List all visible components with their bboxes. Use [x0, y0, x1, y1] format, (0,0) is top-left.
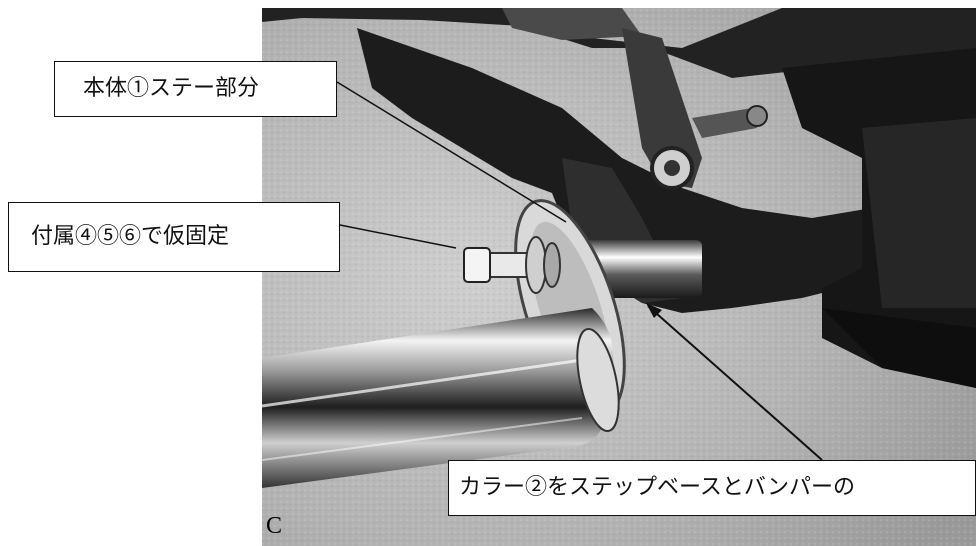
bolt-head — [463, 247, 491, 283]
callout-collar-note-text: カラー②をステップベースとバンパーの — [459, 475, 856, 500]
callout-main-stay: 本体①ステー部分 — [54, 61, 337, 117]
callout-collar-note: カラー②をステップベースとバンパーの — [448, 460, 976, 516]
callout-temporary-fix-text: 付属④⑤⑥で仮固定 — [31, 224, 230, 249]
motorcycle-photo — [262, 8, 976, 546]
callout-temporary-fix: 付属④⑤⑥で仮固定 — [8, 202, 340, 272]
bumper-tube — [262, 308, 614, 488]
callout-main-stay-text: 本体①ステー部分 — [83, 76, 260, 101]
engine-upper — [262, 8, 976, 128]
linkage-arm — [622, 28, 702, 188]
panel-label: C — [266, 513, 283, 539]
